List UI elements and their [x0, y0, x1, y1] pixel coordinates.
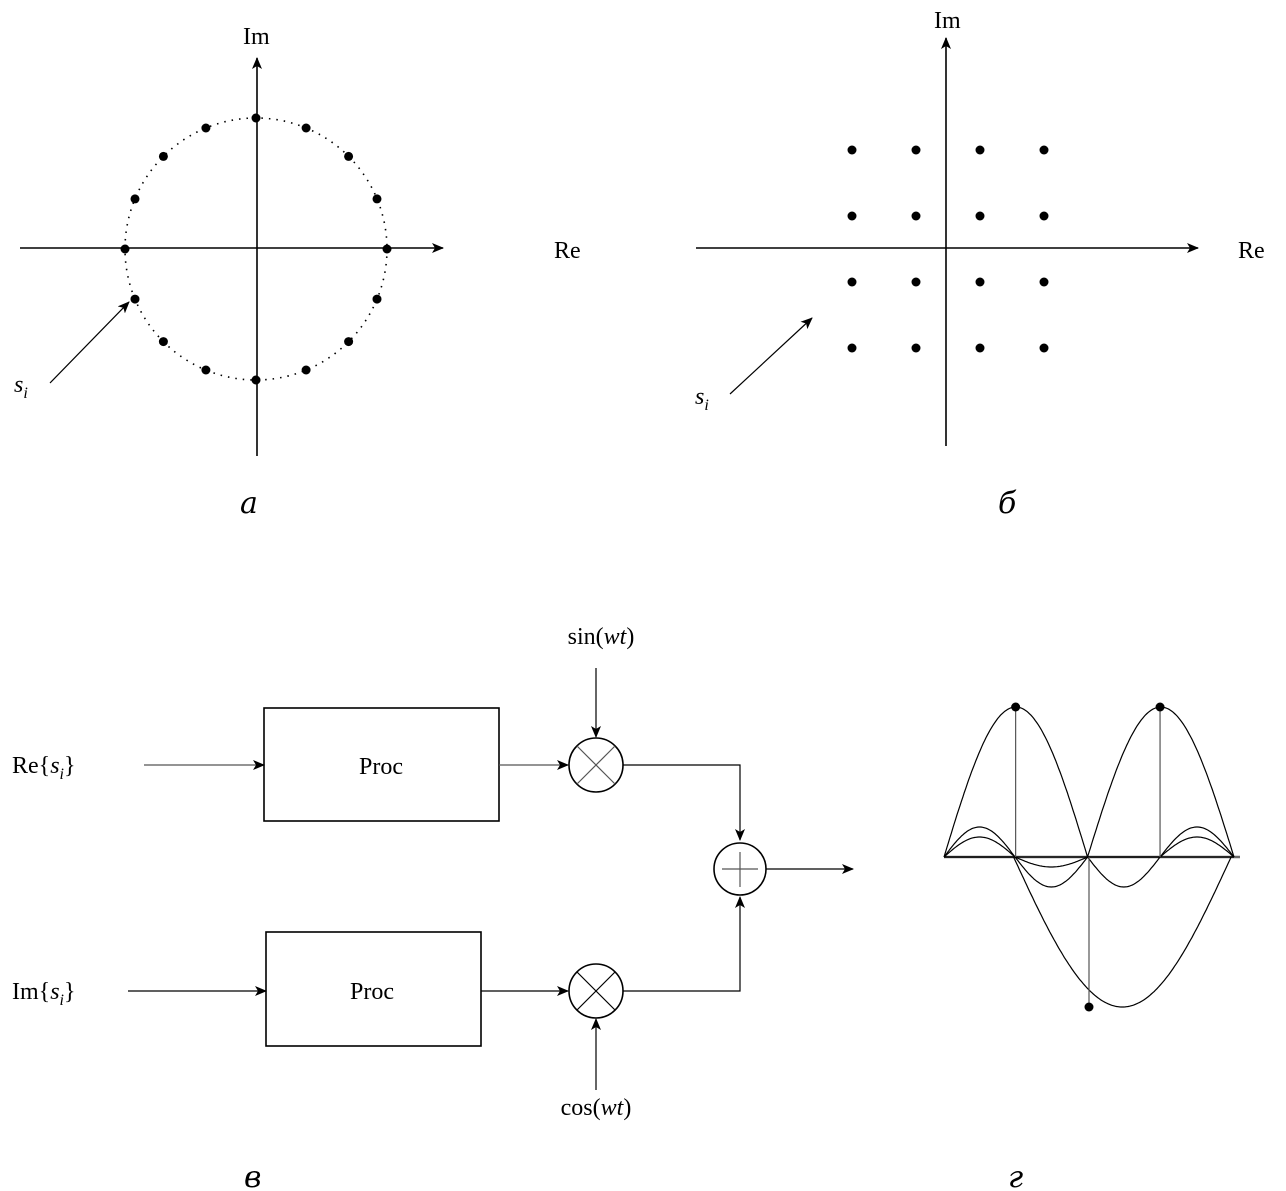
- b-point-label: si: [695, 384, 709, 414]
- a-constellation-point: [301, 123, 311, 133]
- carrier-cos-label: cos(wt): [561, 1095, 632, 1121]
- carrier-cos-arg: wt: [601, 1095, 625, 1121]
- input-im-prefix: Im{: [12, 979, 50, 1005]
- carrier-sin-label: sin(wt): [568, 624, 635, 650]
- d-peak-point: [1084, 1002, 1094, 1012]
- panel-d: г: [943, 702, 1240, 1191]
- mixer-top-cross-b: [576, 745, 616, 785]
- b-constellation-point: [1039, 211, 1049, 221]
- input-re-sub: i: [60, 766, 64, 783]
- b-constellation-point: [1039, 343, 1049, 353]
- a-constellation-point: [251, 113, 261, 123]
- panel-b: Im Re si б: [695, 8, 1265, 521]
- b-constellation-point: [847, 211, 857, 221]
- b-constellation-point: [847, 145, 857, 155]
- b-constellation-point: [975, 145, 985, 155]
- a-constellation-point: [158, 151, 168, 161]
- d-peak-lines: [1015, 707, 1161, 1007]
- d-peak-point: [1011, 702, 1021, 712]
- a-constellation-point: [301, 365, 311, 375]
- d-peak-points: [1011, 702, 1165, 1012]
- a-caption: а: [240, 486, 258, 521]
- a-constellation-point: [130, 294, 140, 304]
- d-wave-peak-1: [943, 706, 1234, 858]
- d-caption: г: [1008, 1160, 1023, 1191]
- a-pointer-arrow: [49, 301, 130, 384]
- a-constellation-point: [382, 244, 392, 254]
- input-re-prefix: Re{: [12, 753, 50, 779]
- a-constellation-point: [372, 294, 382, 304]
- c-caption: в: [244, 1160, 261, 1191]
- b-constellation-point: [975, 343, 985, 353]
- mixer-bottom-cross-b: [576, 971, 616, 1011]
- mixer-bottom: [568, 963, 624, 1019]
- a-im-label: Im: [243, 24, 270, 50]
- a-constellation-point: [201, 123, 211, 133]
- carrier-sin-close: ): [626, 624, 634, 650]
- input-im-label: Im{si}: [12, 979, 76, 1009]
- a-point-label-sub: i: [23, 385, 27, 402]
- a-constellation-point: [120, 244, 130, 254]
- panel-a: Im Re si а: [14, 24, 581, 521]
- a-constellation-point: [130, 194, 140, 204]
- proc-block-top-label: Proc: [359, 754, 403, 780]
- d-wave-peak-2: [944, 706, 1235, 858]
- a-constellation-point: [158, 337, 168, 347]
- b-constellation-point: [975, 211, 985, 221]
- proc-block-bottom-label: Proc: [350, 979, 394, 1005]
- b-constellation-point: [911, 211, 921, 221]
- b-constellation-point: [911, 145, 921, 155]
- b-constellation-point: [847, 277, 857, 287]
- input-im-sub: i: [60, 992, 64, 1009]
- input-im-suffix: }: [64, 979, 76, 1005]
- b-im-label: Im: [934, 8, 961, 34]
- a-constellation-point: [344, 337, 354, 347]
- d-peak-point: [1155, 702, 1165, 712]
- b-constellation-point: [975, 277, 985, 287]
- a-constellation-point: [372, 194, 382, 204]
- b-constellation-point: [911, 343, 921, 353]
- b-pointer-arrow: [729, 317, 813, 395]
- b-caption: б: [998, 486, 1017, 521]
- mixer-bottom-to-adder-arrow: [623, 896, 745, 992]
- panel-c: Re{si} Im{si} Proc Proc sin(wt) cos(wt): [12, 624, 854, 1191]
- a-constellation-point: [251, 375, 261, 385]
- adder: [713, 842, 767, 896]
- proc-block-bottom: [265, 931, 482, 1047]
- b-constellation-point: [847, 343, 857, 353]
- mixer-top-to-adder-arrow: [623, 764, 745, 841]
- b-constellation-points: [847, 145, 1049, 353]
- carrier-sin-arg: wt: [604, 624, 628, 650]
- b-point-label-sub: i: [704, 397, 708, 414]
- input-re-label: Re{si}: [12, 753, 76, 783]
- a-point-label-s: s: [14, 372, 23, 398]
- a-constellation-point: [344, 151, 354, 161]
- input-im-var: s: [50, 979, 59, 1005]
- a-re-label: Re: [554, 238, 581, 264]
- a-constellation-points: [120, 113, 392, 385]
- b-constellation-point: [1039, 145, 1049, 155]
- b-constellation-point: [911, 277, 921, 287]
- b-constellation-point: [1039, 277, 1049, 287]
- carrier-cos-fn: cos(: [561, 1095, 601, 1121]
- carrier-cos-close: ): [623, 1095, 631, 1121]
- b-point-label-s: s: [695, 384, 704, 410]
- input-re-suffix: }: [64, 753, 76, 779]
- a-constellation-point: [201, 365, 211, 375]
- a-point-label: si: [14, 372, 28, 402]
- carrier-sin-fn: sin(: [568, 624, 604, 650]
- input-re-var: s: [50, 753, 59, 779]
- b-re-label: Re: [1238, 238, 1265, 264]
- mixer-top: [568, 737, 624, 793]
